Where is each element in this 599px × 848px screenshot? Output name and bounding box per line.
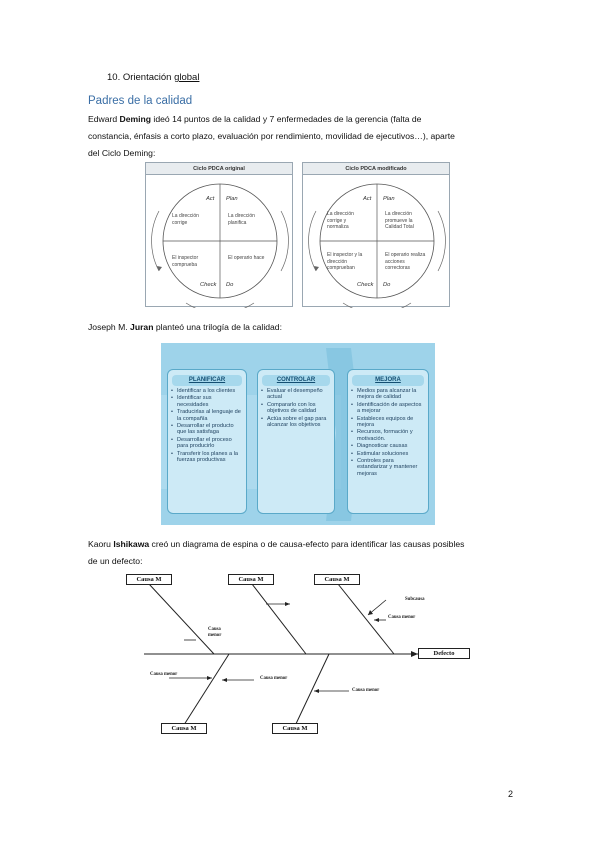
pdca-original-check-text: El inspector comprueba <box>172 255 199 268</box>
juran-mejora-title: MEJORA <box>352 375 424 386</box>
list-item: Controles para estandarizar y mantener m… <box>351 458 425 477</box>
cause-box-top-2: Causa M <box>228 574 274 585</box>
list-item: Transferir los planes a la fuerzas produ… <box>171 451 243 464</box>
pdca-modified-check-text: El inspector y la dirección comprueban <box>327 252 363 271</box>
pdca-original-plan: Plan <box>226 196 238 202</box>
juran-caption-suffix: planteó una trilogía de la calidad: <box>153 322 282 332</box>
cause-box-bottom-2: Causa M <box>272 723 318 734</box>
effect-box: Defecto <box>418 648 470 659</box>
list-item: Identificación de aspectos a mejorar <box>351 402 425 415</box>
juran-caption-prefix: Joseph M. <box>88 322 131 332</box>
page-number: 2 <box>508 789 514 799</box>
ishikawa-caption: Kaoru Ishikawa creó un diagrama de espin… <box>88 536 464 570</box>
juran-col-planificar: PLANIFICAR Identificar a los clientes Id… <box>167 369 247 514</box>
pdca-original-act: Act <box>206 196 215 202</box>
pdca-original-circle <box>151 183 289 308</box>
list-item: Medios para alcanzar la mejora de calida… <box>351 388 425 401</box>
minor-cause-label-left: Causa menor <box>150 672 178 677</box>
subheading-padres: Padres de la calidad <box>88 95 193 107</box>
deming-name: Edward <box>88 114 120 124</box>
pdca-original-panel: Ciclo PDCA original Act Plan Check Do La… <box>145 162 293 308</box>
list-item: Traducirlas al lenguaje de la compañía <box>171 409 243 422</box>
juran-planificar-title: PLANIFICAR <box>172 375 242 386</box>
pdca-modified-do: Do <box>383 282 391 288</box>
list-item: Evaluar el desempeño actual <box>261 388 331 401</box>
pdca-original-title: Ciclo PDCA original <box>146 163 292 175</box>
juran-col-mejora: MEJORA Medios para alcanzar la mejora de… <box>347 369 429 514</box>
ishikawa-caption-line1: creó un diagrama de espina o de causa-ef… <box>149 539 465 549</box>
pdca-original-do-text: El operario hace <box>228 255 265 261</box>
pdca-modified-plan-text: La dirección promueve la Calidad Total <box>385 211 414 230</box>
pdca-modified-circle <box>308 183 446 308</box>
pdca-original-check: Check <box>200 282 217 288</box>
juran-trilogy-diagram: PLANIFICAR Identificar a los clientes Id… <box>161 343 435 525</box>
cause-box-top-1: Causa M <box>126 574 172 585</box>
juran-col-controlar: CONTROLAR Evaluar el desempeño actual Co… <box>257 369 335 514</box>
list-item: Actúa sobre el gap para alcanzar los obj… <box>261 416 331 429</box>
minor-cause-label-middle: Causa menor <box>260 676 288 681</box>
minor-cause-label-top-left: Causa menor <box>208 627 222 638</box>
deming-line2: constancia, énfasis a corto plazo, evalu… <box>88 131 455 141</box>
pdca-original-do: Do <box>226 282 234 288</box>
list-item: Compararlo con los objetivos de calidad <box>261 402 331 415</box>
cause-box-top-3: Causa M <box>314 574 360 585</box>
pdca-modified-title: Ciclo PDCA modificado <box>303 163 449 175</box>
pdca-original-act-text: La dirección corrige <box>172 213 199 226</box>
minor-cause-label-top-right: Causa menor <box>388 615 416 620</box>
list-item: Desarrollar el producto que las satisfag… <box>171 423 243 436</box>
juran-planificar-list: Identificar a los clientes Identificar s… <box>171 388 243 464</box>
subcause-label: Subcausa <box>405 597 425 602</box>
list-item: Identificar a los clientes <box>171 388 243 395</box>
ishikawa-caption-prefix: Kaoru <box>88 539 114 549</box>
list-item: Identificar sus necesidades <box>171 395 243 408</box>
ishikawa-caption-line2: de un defecto: <box>88 556 143 566</box>
section-title: Orientación <box>122 72 175 83</box>
deming-line3: del Ciclo Deming: <box>88 148 156 158</box>
list-item: Recursos, formación y motivación. <box>351 429 425 442</box>
pdca-modified-panel: Ciclo PDCA modificado Act Plan Check Do … <box>302 162 450 308</box>
deming-line1: ideó 14 puntos de la calidad y 7 enferme… <box>151 114 422 124</box>
pdca-modified-act-text: La dirección corrige y normaliza <box>327 211 354 230</box>
minor-cause-label-right: Causa menor <box>352 688 380 693</box>
pdca-modified-check: Check <box>357 282 374 288</box>
list-item: Desarrollar el proceso para producirlo <box>171 437 243 450</box>
section-heading: 10. Orientación global <box>107 72 199 83</box>
fishbone-lines <box>144 583 418 729</box>
section-title-underlined: global <box>174 72 200 83</box>
cause-box-bottom-1: Causa M <box>161 723 207 734</box>
fishbone-diagram: Causa M Causa M Causa M Causa M Causa M … <box>124 570 474 738</box>
list-item: Estimular soluciones <box>351 451 425 458</box>
pdca-modified-act: Act <box>363 196 372 202</box>
deming-paragraph: Edward Deming ideó 14 puntos de la calid… <box>88 111 516 162</box>
juran-caption: Joseph M. Juran planteó una trilogía de … <box>88 322 282 332</box>
section-number: 10. <box>107 72 121 83</box>
pdca-modified-do-text: El operario realiza acciones correctoras <box>385 252 426 271</box>
deming-bold: Deming <box>119 114 152 124</box>
pdca-original-plan-text: La dirección planifica <box>228 213 255 226</box>
pdca-modified-plan: Plan <box>383 196 395 202</box>
list-item: Estableces equipos de mejora <box>351 416 425 429</box>
ishikawa-caption-bold: Ishikawa <box>113 539 150 549</box>
juran-controlar-list: Evaluar el desempeño actual Compararlo c… <box>261 388 331 429</box>
juran-caption-bold: Juran <box>130 322 154 332</box>
juran-mejora-list: Medios para alcanzar la mejora de calida… <box>351 388 425 478</box>
juran-controlar-title: CONTROLAR <box>262 375 330 386</box>
list-item: Diagnosticar causas <box>351 443 425 450</box>
